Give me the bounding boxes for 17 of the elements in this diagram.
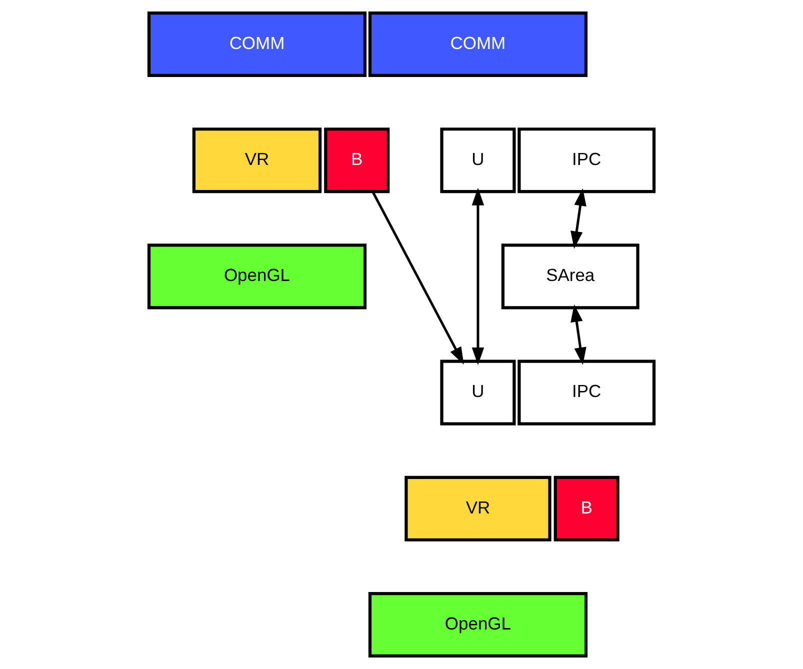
node-box: OpenGL bbox=[147, 244, 367, 310]
node-box: IPC bbox=[518, 128, 656, 194]
node-box: VR bbox=[404, 476, 552, 542]
node-box: SArea bbox=[501, 244, 640, 310]
node-box: COMM bbox=[147, 11, 367, 77]
node-box: B bbox=[554, 476, 620, 542]
node-box: U bbox=[440, 360, 516, 426]
arrow bbox=[570, 304, 586, 365]
arrow bbox=[472, 188, 484, 366]
node-box: VR bbox=[192, 128, 322, 194]
node-box: COMM bbox=[368, 11, 588, 77]
node-box: OpenGL bbox=[368, 592, 588, 658]
node-box: IPC bbox=[518, 360, 656, 426]
node-box: U bbox=[440, 128, 516, 194]
arrow bbox=[570, 188, 586, 249]
arrow bbox=[372, 191, 464, 365]
node-box: B bbox=[324, 128, 390, 194]
